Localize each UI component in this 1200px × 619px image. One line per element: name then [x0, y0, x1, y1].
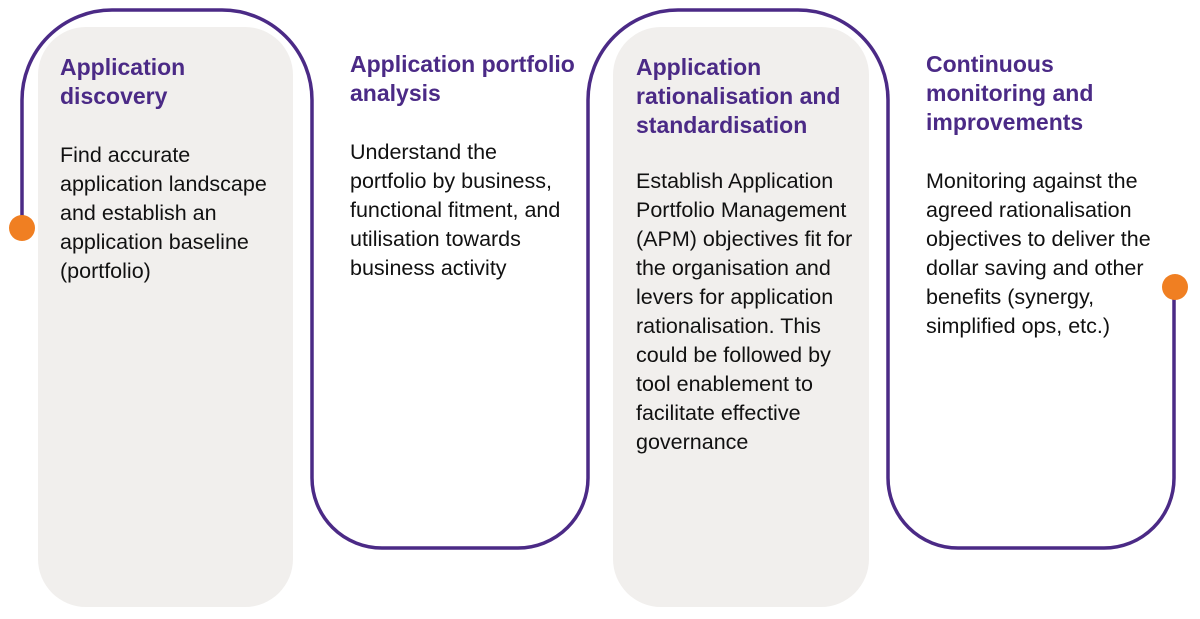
step3-panel [613, 27, 869, 607]
step-title: Application portfolio analysis [350, 51, 575, 106]
step-portfolio-analysis: Application portfolio analysis Understan… [350, 50, 575, 283]
step1-panel [38, 27, 293, 607]
step-title: Application discovery [60, 54, 186, 109]
step-title: Continuous monitoring and improvements [926, 51, 1094, 135]
step-description: Understand the portfolio by business, fu… [350, 140, 561, 280]
step-continuous-monitoring: Continuous monitoring and improvements M… [926, 50, 1161, 341]
step-description: Monitoring against the agreed rationalis… [926, 169, 1151, 338]
flow-start-dot-icon [9, 215, 35, 241]
step-rationalisation-standardisation: Application rationalisation and standard… [636, 53, 856, 457]
step-title: Application rationalisation and standard… [636, 54, 841, 138]
step-description: Establish Application Portfolio Manageme… [636, 169, 853, 454]
step-application-discovery: Application discovery Find accurate appl… [60, 53, 285, 286]
flow-end-dot-icon [1162, 274, 1188, 300]
step-description: Find accurate application landscape and … [60, 143, 267, 283]
flow-connector-line [20, 8, 1176, 550]
